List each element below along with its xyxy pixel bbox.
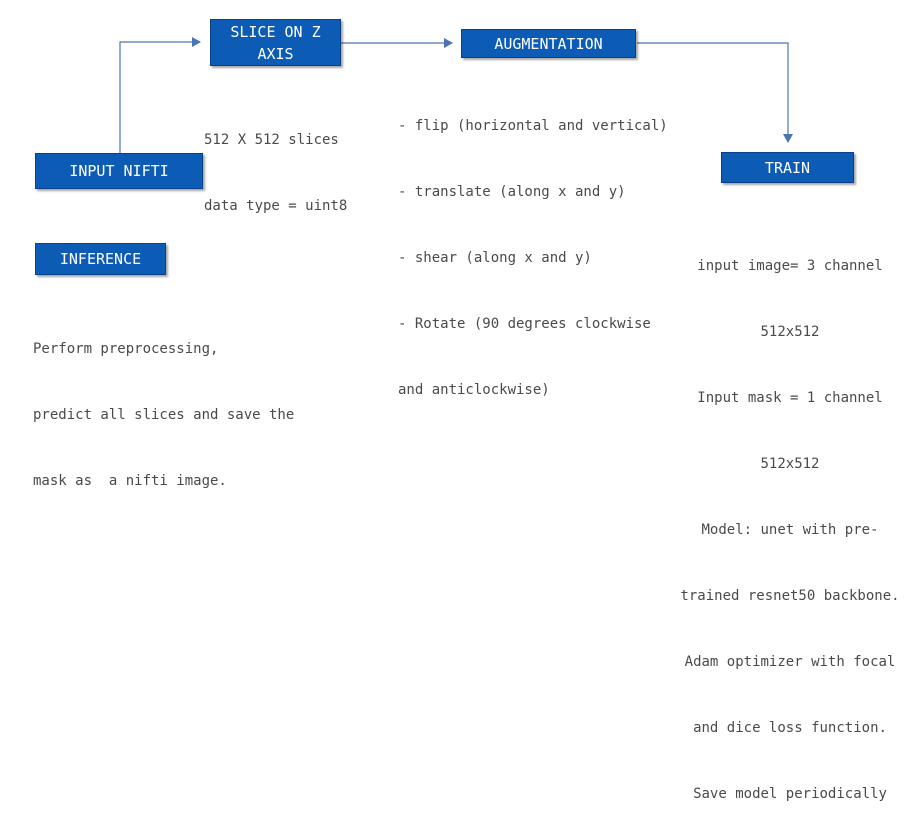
input-nifti-box: INPUT NIFTI bbox=[35, 153, 203, 189]
slice-note-line: 512 X 512 slices bbox=[204, 132, 339, 148]
arrows-layer bbox=[119, 37, 793, 153]
inference-box: INFERENCE bbox=[35, 243, 166, 275]
inference-label: INFERENCE bbox=[59, 250, 142, 268]
inference-note-line: Perform preprocessing, bbox=[33, 341, 219, 357]
train-note-line: Save model periodically bbox=[693, 786, 887, 802]
train-box: TRAIN bbox=[721, 152, 854, 183]
train-note-line: Model: unet with pre- bbox=[701, 522, 879, 538]
train-note-line: input image= 3 channel bbox=[697, 258, 883, 274]
train-note-line: 512x512 bbox=[760, 456, 820, 472]
slice-label-line2: AXIS bbox=[257, 44, 294, 63]
flow-diagram: INPUT NIFTI SLICE ON Z AXIS AUGMENTATION… bbox=[33, 19, 900, 802]
train-note-line: Adam optimizer with focal bbox=[684, 654, 896, 670]
train-note-line: 512x512 bbox=[760, 324, 820, 340]
augmentation-note-line: - translate (along x and y) bbox=[398, 184, 626, 200]
train-note: input image= 3 channel 512x512 Input mas… bbox=[665, 211, 915, 834]
inference-note: Perform preprocessing, predict all slice… bbox=[33, 294, 294, 536]
augmentation-note-line: and anticlockwise) bbox=[398, 382, 550, 398]
augmentation-note-line: - shear (along x and y) bbox=[398, 250, 592, 266]
arrow-augmentation-to-train bbox=[637, 42, 793, 143]
train-note-line: and dice loss function. bbox=[693, 720, 887, 736]
augmentation-note: - flip (horizontal and vertical) - trans… bbox=[398, 71, 668, 445]
augmentation-note-line: - Rotate (90 degrees clockwise bbox=[398, 316, 651, 332]
augmentation-note-line: - flip (horizontal and vertical) bbox=[398, 118, 668, 134]
augmentation-box: AUGMENTATION bbox=[461, 29, 636, 58]
inference-note-line: predict all slices and save the bbox=[33, 407, 295, 423]
slice-note: 512 X 512 slices data type = uint8 bbox=[204, 85, 347, 261]
train-label: TRAIN bbox=[764, 158, 811, 177]
arrow-input-to-slice bbox=[119, 37, 201, 153]
slice-on-z-axis-box: SLICE ON Z AXIS bbox=[210, 19, 341, 66]
slice-note-line: data type = uint8 bbox=[204, 198, 348, 214]
train-note-line: trained resnet50 backbone. bbox=[680, 588, 900, 604]
train-note-line: Input mask = 1 channel bbox=[697, 390, 883, 406]
input-nifti-label: INPUT NIFTI bbox=[69, 162, 169, 180]
slice-label-line1: SLICE ON Z bbox=[230, 22, 321, 41]
augmentation-label: AUGMENTATION bbox=[494, 34, 603, 53]
inference-note-line: mask as a nifti image. bbox=[33, 473, 227, 489]
